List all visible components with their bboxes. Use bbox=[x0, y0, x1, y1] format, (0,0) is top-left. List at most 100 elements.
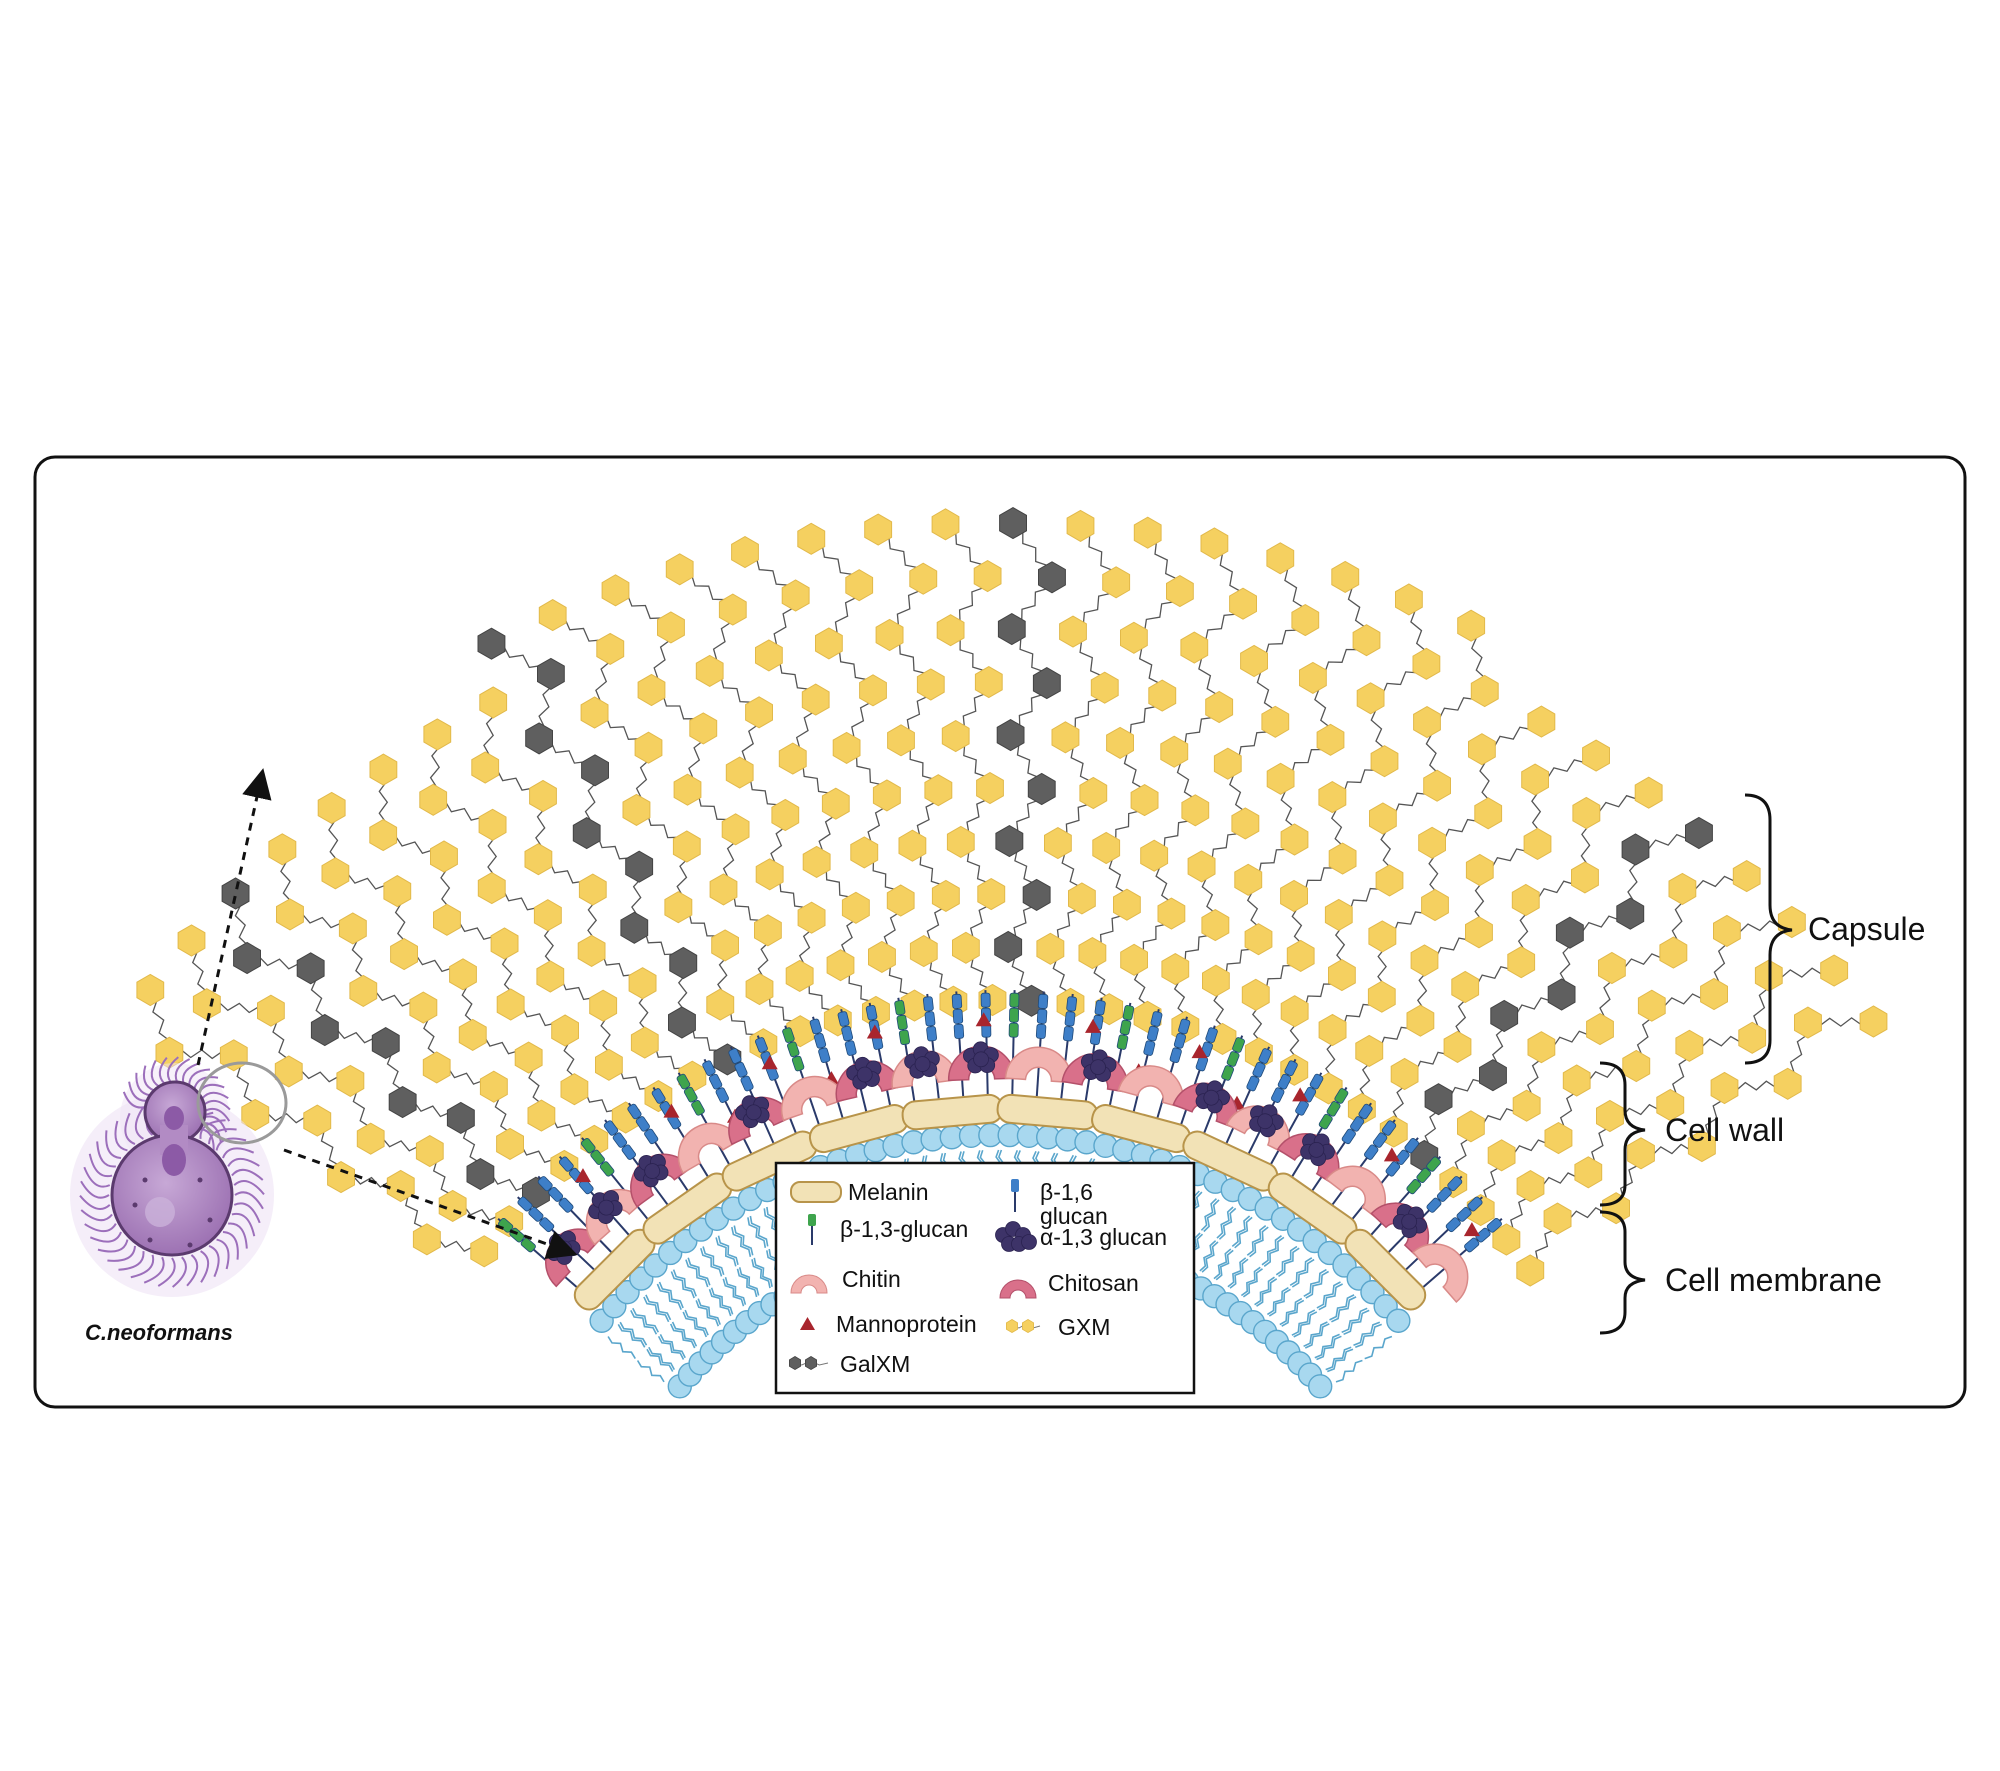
gxm-unit bbox=[1051, 721, 1080, 754]
gxm-unit bbox=[1261, 705, 1290, 738]
gxm-unit bbox=[1205, 690, 1234, 724]
gxm-unit bbox=[1356, 682, 1385, 715]
gxm-unit bbox=[1412, 647, 1441, 680]
gxm-unit bbox=[490, 927, 519, 960]
gxm-unit bbox=[1492, 1223, 1521, 1256]
alpha13-glucan-cluster bbox=[735, 1095, 770, 1129]
galxm-chain bbox=[477, 627, 742, 1076]
legend-beta16-icon bbox=[1011, 1179, 1019, 1212]
gxm-unit bbox=[1078, 937, 1107, 970]
chitosan-arch bbox=[835, 1056, 903, 1103]
gxm-unit bbox=[1066, 509, 1095, 542]
gxm-unit bbox=[1543, 1202, 1572, 1235]
gxm-unit bbox=[872, 779, 901, 812]
alpha13-glucan-cluster bbox=[1249, 1104, 1284, 1138]
gxm-unit bbox=[1773, 1067, 1802, 1100]
gxm-unit bbox=[721, 813, 750, 846]
gxm-unit bbox=[192, 988, 221, 1021]
gxm-unit bbox=[1668, 872, 1697, 905]
beta13-glucan-fibre bbox=[1203, 1035, 1245, 1134]
gxm-unit bbox=[755, 639, 783, 672]
legend-box bbox=[774, 1161, 1196, 1395]
gxm-chain bbox=[1161, 542, 1320, 1043]
chitin-arch bbox=[1411, 1243, 1469, 1304]
gxm-unit bbox=[664, 891, 693, 924]
galxm-unit bbox=[1022, 878, 1051, 911]
galxm-unit bbox=[1621, 833, 1650, 866]
gxm-unit bbox=[1286, 939, 1315, 972]
gxm-unit bbox=[383, 875, 412, 908]
gxm-unit bbox=[415, 1135, 444, 1168]
galxm-unit bbox=[995, 825, 1024, 858]
gxm-unit bbox=[1659, 936, 1688, 969]
gxm-unit bbox=[479, 686, 508, 719]
gxm-unit bbox=[1634, 776, 1663, 809]
galxm-chain bbox=[221, 877, 550, 1209]
galxm-unit bbox=[1490, 999, 1519, 1033]
gxm-unit bbox=[1120, 621, 1148, 654]
gxm-unit bbox=[1130, 784, 1159, 817]
gxm-unit bbox=[1092, 831, 1121, 865]
legend-beta16-label-line1: β-1,6 bbox=[1040, 1179, 1093, 1205]
gxm-unit bbox=[478, 808, 507, 841]
gxm-unit bbox=[864, 513, 893, 546]
gxm-unit bbox=[1487, 1139, 1516, 1172]
gxm-unit bbox=[356, 1122, 385, 1155]
gxm-unit bbox=[336, 1064, 365, 1097]
galxm-unit bbox=[371, 1027, 400, 1060]
gxm-unit bbox=[369, 753, 398, 786]
gxm-unit bbox=[470, 1235, 499, 1268]
gxm-unit bbox=[771, 798, 800, 832]
legend-beta13-label: β-1,3-glucan bbox=[840, 1216, 968, 1242]
beta16-glucan-fibre bbox=[1035, 991, 1049, 1097]
phospholipid-pair bbox=[1276, 1266, 1371, 1365]
chitosan-arch bbox=[1061, 1049, 1129, 1094]
gxm-chain bbox=[1439, 860, 1761, 1199]
gxm-unit bbox=[430, 840, 458, 873]
alpha13-glucan-cluster bbox=[1080, 1049, 1117, 1082]
gxm-unit bbox=[1627, 1137, 1655, 1170]
gxm-unit bbox=[419, 783, 448, 816]
gxm-unit bbox=[785, 959, 814, 992]
gxm-unit bbox=[672, 830, 701, 863]
gxm-unit bbox=[977, 878, 1006, 911]
gxm-unit bbox=[665, 553, 694, 586]
alpha13-glucan-cluster bbox=[1195, 1080, 1230, 1114]
galxm-unit bbox=[233, 941, 261, 975]
gxm-unit bbox=[369, 819, 398, 852]
gxm-unit bbox=[1059, 615, 1087, 648]
gxm-unit bbox=[1820, 954, 1849, 987]
gxm-unit bbox=[1710, 1071, 1739, 1105]
gxm-unit bbox=[1596, 1099, 1624, 1133]
chitin-arch bbox=[1225, 1104, 1290, 1155]
legend-mannoprotein-icon bbox=[800, 1317, 815, 1330]
cell-membrane-label: Cell membrane bbox=[1665, 1262, 1882, 1298]
legend-beta16-label-line2: glucan bbox=[1040, 1203, 1108, 1229]
gxm-unit bbox=[496, 988, 525, 1021]
galxm-unit bbox=[1616, 897, 1645, 930]
capsule-brace bbox=[1744, 793, 1793, 1065]
gxm-unit bbox=[1090, 671, 1119, 704]
gxm-unit bbox=[1602, 1192, 1630, 1225]
organism-label: C.neoformans bbox=[85, 1320, 233, 1345]
gxm-unit bbox=[1418, 826, 1446, 859]
gxm-unit bbox=[1181, 794, 1210, 827]
gxm-unit bbox=[952, 931, 980, 964]
gxm-unit bbox=[657, 611, 685, 644]
zoom-arrow-membrane bbox=[283, 1148, 578, 1260]
beta16-glucan-fibre bbox=[951, 991, 965, 1097]
gxm-unit bbox=[745, 696, 773, 729]
gxm-unit bbox=[1527, 705, 1556, 738]
gxm-unit bbox=[136, 973, 165, 1007]
gxm-unit bbox=[909, 562, 938, 595]
gxm-unit bbox=[731, 536, 759, 569]
gxm-unit bbox=[477, 872, 506, 905]
lipid-head bbox=[1386, 1308, 1411, 1333]
gxm-unit bbox=[1291, 604, 1320, 637]
chitosan-arch bbox=[1370, 1202, 1430, 1260]
gxm-unit bbox=[1368, 920, 1397, 953]
galxm-unit bbox=[388, 1086, 417, 1119]
gxm-unit bbox=[449, 958, 477, 991]
gxm-unit bbox=[1148, 679, 1177, 712]
gxm-unit bbox=[841, 891, 870, 924]
